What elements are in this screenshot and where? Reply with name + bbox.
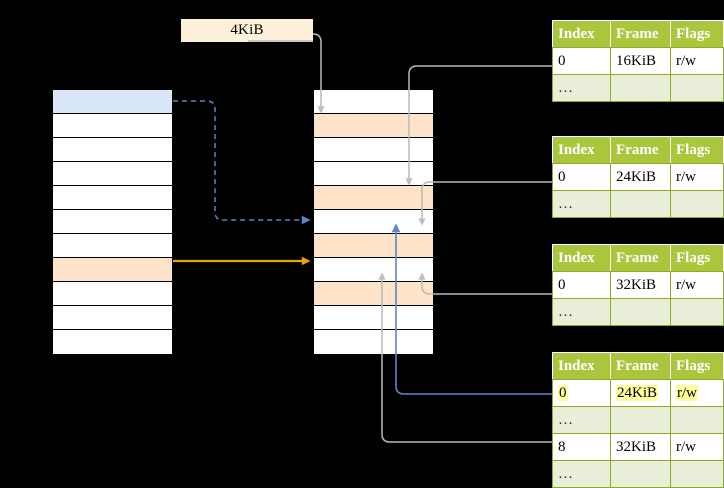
table-header-row: Index Frame Flags: [552, 20, 724, 48]
cell-flags: r/w: [670, 379, 724, 407]
cell-index: …: [552, 298, 611, 326]
cell-index: …: [552, 74, 611, 102]
virtual-page-cell-1[interactable]: [53, 114, 172, 138]
physical-frame-cell-1[interactable]: [314, 114, 433, 138]
table-row[interactable]: 0 24KiB r/w: [552, 163, 724, 191]
column-header-index: Index: [552, 136, 611, 164]
physical-frame-cell-6[interactable]: [314, 234, 433, 258]
page-table-level-4: Index Frame Flags 0 24KiB r/w … 8 32KiB …: [552, 352, 724, 488]
cell-index: …: [552, 190, 611, 218]
virtual-page-cell-9[interactable]: [53, 306, 172, 330]
table-row[interactable]: 8 32KiB r/w: [552, 433, 724, 461]
column-header-flags: Flags: [670, 244, 724, 272]
virtual-page-cell-3[interactable]: [53, 162, 172, 186]
physical-frame-cell-10[interactable]: [314, 330, 433, 354]
cell-flags: [670, 406, 724, 434]
column-header-frame: Frame: [610, 20, 671, 48]
physical-frame-cell-3[interactable]: [314, 162, 433, 186]
cell-flags: [670, 298, 724, 326]
physical-memory-column: [313, 89, 434, 354]
cell-frame: [610, 460, 671, 488]
table-row-ellipsis[interactable]: …: [552, 190, 724, 218]
cell-frame: 24KiB: [610, 379, 671, 407]
cell-frame: 32KiB: [610, 433, 671, 461]
cell-index-text: 0: [558, 384, 568, 401]
cell-flags: r/w: [670, 163, 724, 191]
column-header-frame: Frame: [610, 352, 671, 380]
virtual-page-cell-6[interactable]: [53, 234, 172, 258]
table-header-row: Index Frame Flags: [552, 352, 724, 380]
physical-frame-cell-8[interactable]: [314, 282, 433, 306]
column-header-index: Index: [552, 20, 611, 48]
physical-frame-cell-5[interactable]: [314, 210, 433, 234]
virtual-page-cell-7[interactable]: [53, 258, 172, 282]
physical-frame-cell-2[interactable]: [314, 138, 433, 162]
column-header-flags: Flags: [670, 136, 724, 164]
column-header-index: Index: [552, 352, 611, 380]
virtual-page-cell-2[interactable]: [53, 138, 172, 162]
column-header-frame: Frame: [610, 244, 671, 272]
table-header-row: Index Frame Flags: [552, 244, 724, 272]
physical-frame-cell-0[interactable]: [314, 90, 433, 114]
cell-frame-text: 24KiB: [616, 384, 659, 401]
cell-flags-text: r/w: [676, 384, 698, 401]
cell-flags: r/w: [670, 433, 724, 461]
virtual-page-cell-4[interactable]: [53, 186, 172, 210]
table-row[interactable]: 0 16KiB r/w: [552, 47, 724, 75]
virtual-page-cell-10[interactable]: [53, 330, 172, 354]
cell-flags: [670, 190, 724, 218]
page-table-level-3: Index Frame Flags 0 32KiB r/w …: [552, 244, 724, 326]
cell-flags: [670, 74, 724, 102]
physical-frame-cell-7[interactable]: [314, 258, 433, 282]
page-table-level-2: Index Frame Flags 0 24KiB r/w …: [552, 136, 724, 218]
cell-frame: 24KiB: [610, 163, 671, 191]
cell-frame: [610, 74, 671, 102]
cell-index: 0: [552, 163, 611, 191]
cell-frame: 16KiB: [610, 47, 671, 75]
table-row[interactable]: 0 32KiB r/w: [552, 271, 724, 299]
table-row-ellipsis[interactable]: …: [552, 406, 724, 434]
table-row-ellipsis[interactable]: …: [552, 460, 724, 488]
virtual-page-cell-8[interactable]: [53, 282, 172, 306]
cell-frame: [610, 190, 671, 218]
table-row-ellipsis[interactable]: …: [552, 74, 724, 102]
cell-frame: [610, 406, 671, 434]
cell-flags: r/w: [670, 271, 724, 299]
cell-index: …: [552, 406, 611, 434]
column-header-flags: Flags: [670, 352, 724, 380]
physical-frame-cell-4[interactable]: [314, 186, 433, 210]
cell-flags: [670, 460, 724, 488]
cell-index: 0: [552, 47, 611, 75]
page-size-label: 4KiB: [181, 19, 313, 42]
cell-index: 0: [552, 379, 611, 407]
cell-frame: 32KiB: [610, 271, 671, 299]
column-header-frame: Frame: [610, 136, 671, 164]
cell-frame: [610, 298, 671, 326]
cell-index: 0: [552, 271, 611, 299]
page-table-level-1: Index Frame Flags 0 16KiB r/w …: [552, 20, 724, 102]
table-row-ellipsis[interactable]: …: [552, 298, 724, 326]
virtual-page-cell-5[interactable]: [53, 210, 172, 234]
virtual-page-cell-0[interactable]: [53, 90, 172, 114]
table-row[interactable]: 0 24KiB r/w: [552, 379, 724, 407]
column-header-index: Index: [552, 244, 611, 272]
column-header-flags: Flags: [670, 20, 724, 48]
page-size-text: 4KiB: [230, 22, 264, 38]
table-header-row: Index Frame Flags: [552, 136, 724, 164]
physical-frame-cell-9[interactable]: [314, 306, 433, 330]
cell-index: …: [552, 460, 611, 488]
virtual-address-space-column: [52, 89, 173, 354]
cell-flags: r/w: [670, 47, 724, 75]
cell-index: 8: [552, 433, 611, 461]
